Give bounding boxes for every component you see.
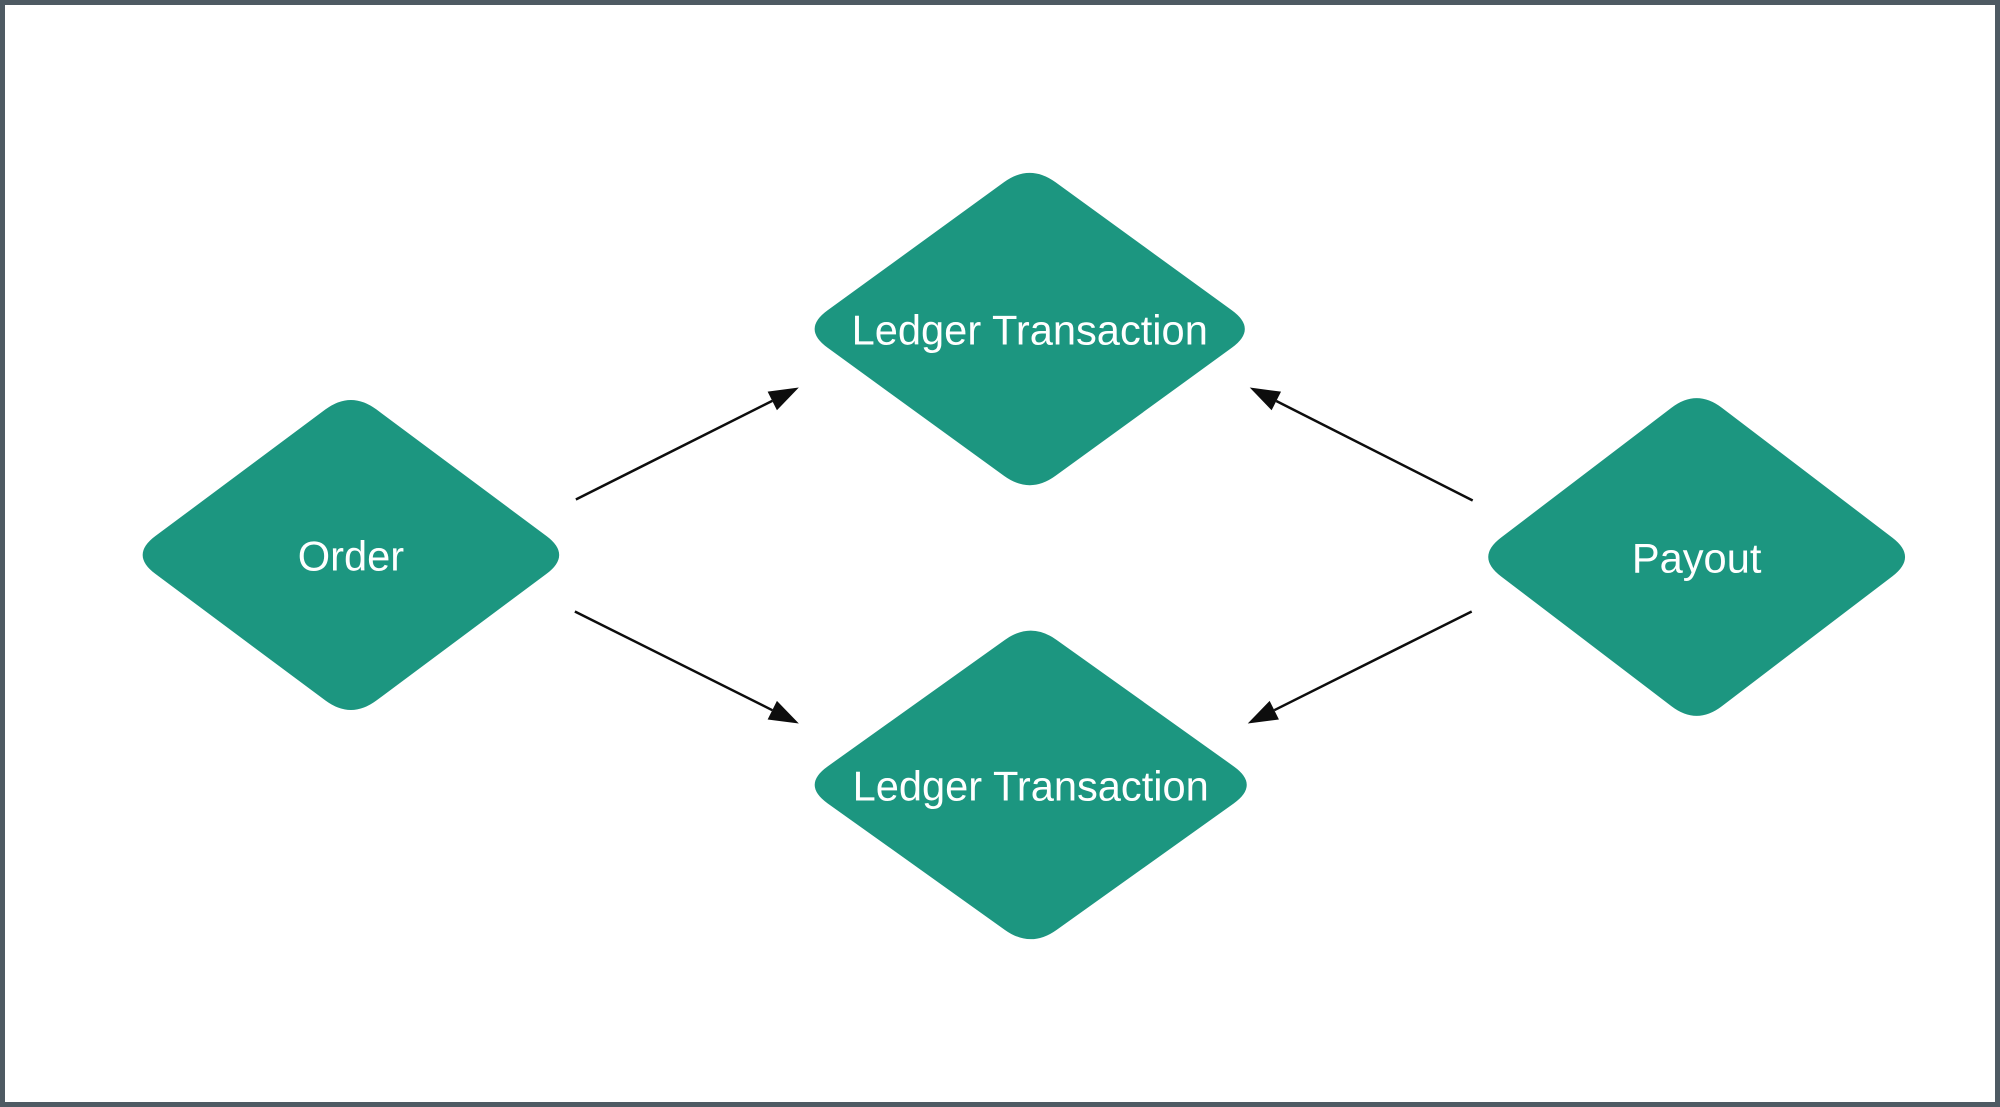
- edge-payout-to-ledger-transaction-bottom[interactable]: [1247, 610, 1473, 724]
- node-order[interactable]: Order: [142, 399, 560, 711]
- node-ledger-transaction-top[interactable]: Ledger Transaction: [814, 172, 1245, 486]
- edge-order-to-ledger-transaction-bottom[interactable]: [574, 610, 799, 724]
- order-diamond-shape[interactable]: [142, 399, 560, 711]
- ledger-transaction-bottom-diamond-shape[interactable]: [814, 630, 1247, 940]
- arrowhead-icon: [767, 387, 799, 411]
- edge-line[interactable]: [575, 399, 773, 501]
- edge-line[interactable]: [1273, 610, 1473, 712]
- arrowhead-icon: [767, 700, 799, 724]
- diagram-canvas: Order Ledger Transaction Ledger Transact…: [142, 172, 1906, 940]
- ledger-transaction-top-diamond-shape[interactable]: [814, 172, 1245, 486]
- edge-payout-to-ledger-transaction-top[interactable]: [1249, 387, 1474, 502]
- node-payout[interactable]: Payout: [1488, 398, 1906, 716]
- arrowhead-icon: [1249, 387, 1282, 411]
- edge-line[interactable]: [574, 610, 773, 712]
- edge-line[interactable]: [1275, 399, 1474, 502]
- arrowhead-icon: [1247, 700, 1279, 724]
- payout-diamond-shape[interactable]: [1488, 398, 1906, 716]
- edge-order-to-ledger-transaction-top[interactable]: [575, 387, 799, 501]
- node-ledger-transaction-bottom[interactable]: Ledger Transaction: [814, 630, 1247, 940]
